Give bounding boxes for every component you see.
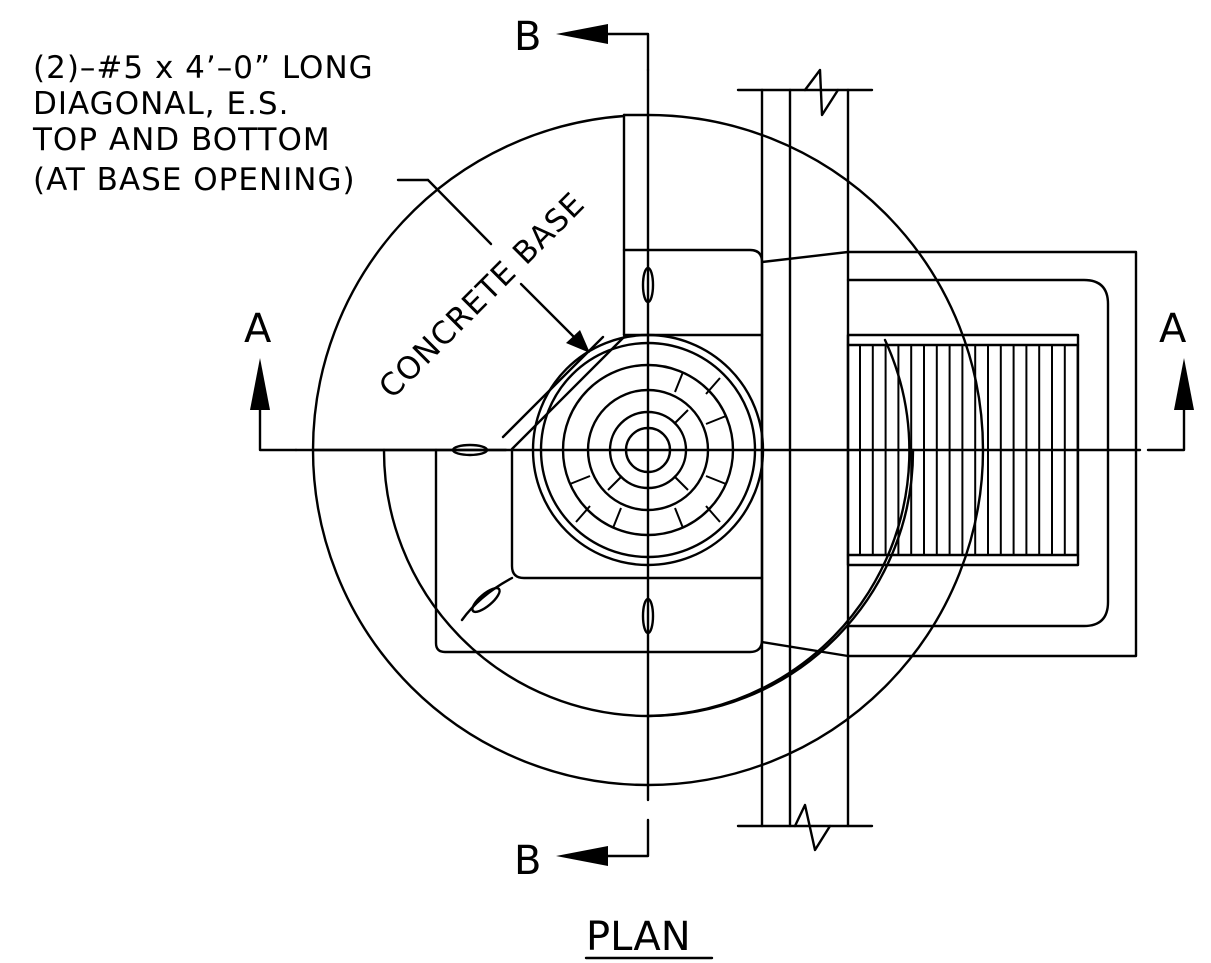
section-a-left-label: A <box>244 306 272 352</box>
note-line-1: (2)–#5 x 4’–0” LONG <box>33 50 374 86</box>
section-a-left-marker <box>250 358 298 452</box>
section-a-right-label: A <box>1159 306 1187 352</box>
outer-base-circle <box>311 113 985 787</box>
view-title: PLAN <box>586 914 691 960</box>
inner-base-ring-right <box>646 448 915 718</box>
note-line-3: TOP AND BOTTOM <box>32 122 331 158</box>
section-b-bottom-marker <box>556 818 650 866</box>
manhole-box <box>434 248 764 654</box>
section-a-right-marker <box>1146 358 1194 452</box>
wall-strip <box>736 68 874 852</box>
note-line-4: (AT BASE OPENING) <box>33 162 356 198</box>
lower-left-sweep <box>460 576 514 622</box>
grate-bars <box>859 345 1079 555</box>
concrete-leader <box>519 282 580 343</box>
concrete-leader-arrow <box>566 330 590 353</box>
section-b-bottom-label: B <box>514 838 541 884</box>
manhole-inner-box <box>510 448 764 580</box>
inner-base-ring <box>382 338 911 718</box>
rebar-oval-diag <box>471 586 501 614</box>
section-b-top-marker <box>556 24 650 72</box>
note-line-2: DIAGONAL, E.S. <box>33 86 289 122</box>
diagonal-rebar-2 <box>510 335 626 451</box>
section-b-top-label: B <box>514 14 541 60</box>
note-leader-diagonal <box>426 178 493 246</box>
